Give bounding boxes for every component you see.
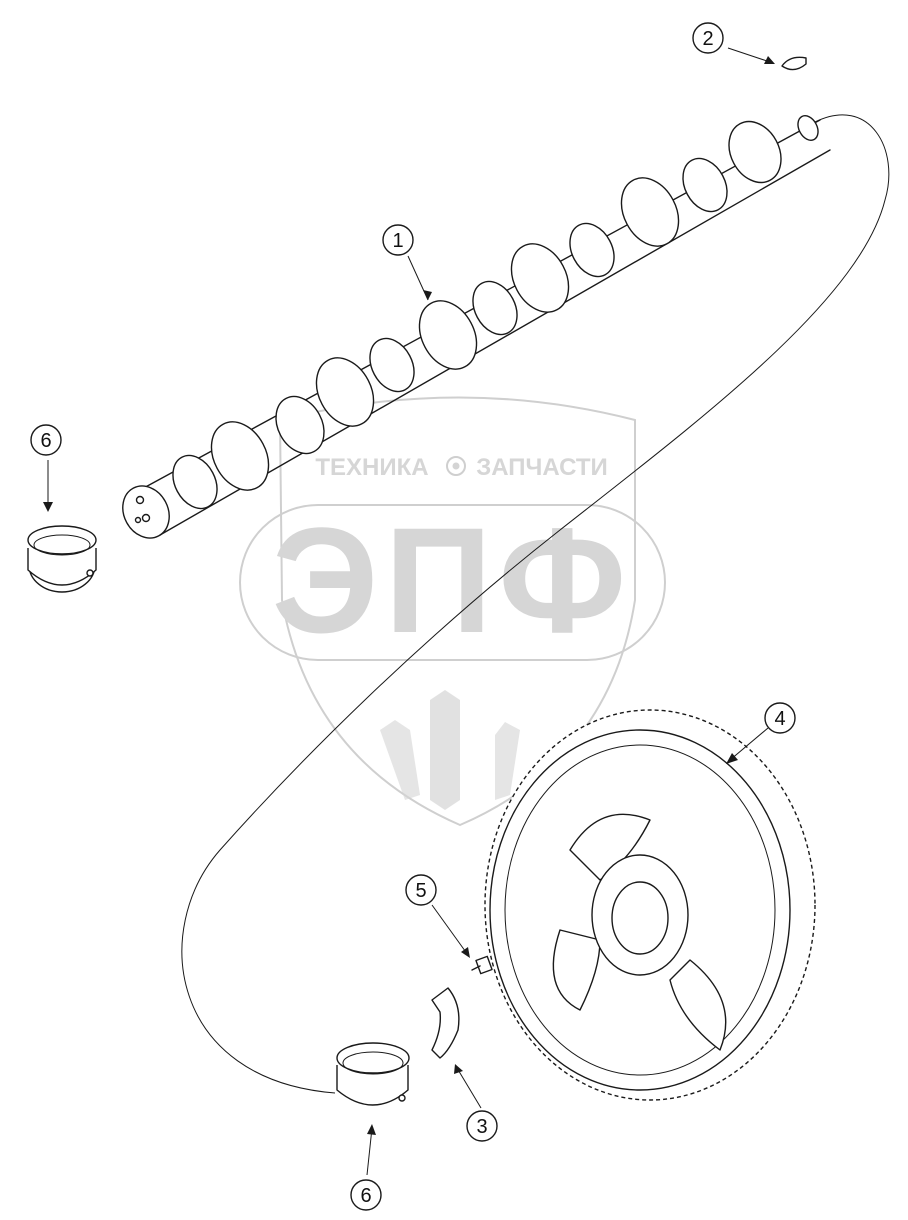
watermark-text-left: ТЕХНИКА (315, 454, 428, 481)
callout-label: 3 (476, 1116, 487, 1138)
callout-label: 5 (415, 880, 426, 902)
watermark-band (239, 504, 666, 661)
woodruff-key (781, 56, 807, 71)
callout-label: 6 (40, 430, 51, 452)
leader-arrows (43, 47, 775, 1176)
assembly-leader-curve (181, 114, 890, 1094)
watermark-big-text: ЭПФ (272, 496, 633, 664)
callout-label: 4 (774, 708, 785, 730)
camshaft (122, 115, 831, 539)
callout-5: 5 (405, 874, 437, 906)
callout-1: 1 (382, 224, 414, 256)
callout-label: 2 (702, 28, 713, 50)
callout-2: 2 (692, 22, 724, 54)
watermark-gear-icon (446, 456, 466, 476)
callout-3: 3 (466, 1110, 498, 1142)
callout-label: 1 (392, 230, 403, 252)
thrust-plate (431, 987, 460, 1059)
bolt (471, 955, 493, 975)
camshaft-gear (484, 709, 816, 1101)
callout-6-front: 6 (30, 424, 62, 456)
callout-label: 6 (360, 1185, 371, 1207)
callout-6-rear: 6 (350, 1179, 382, 1211)
bushing-rear (336, 1042, 410, 1106)
watermark-wheat-icon (380, 690, 520, 810)
bushing-front (27, 525, 97, 593)
watermark-text-right: ЗАПЧАСТИ (476, 454, 608, 481)
callout-4: 4 (764, 702, 796, 734)
watermark-shield (278, 396, 636, 827)
